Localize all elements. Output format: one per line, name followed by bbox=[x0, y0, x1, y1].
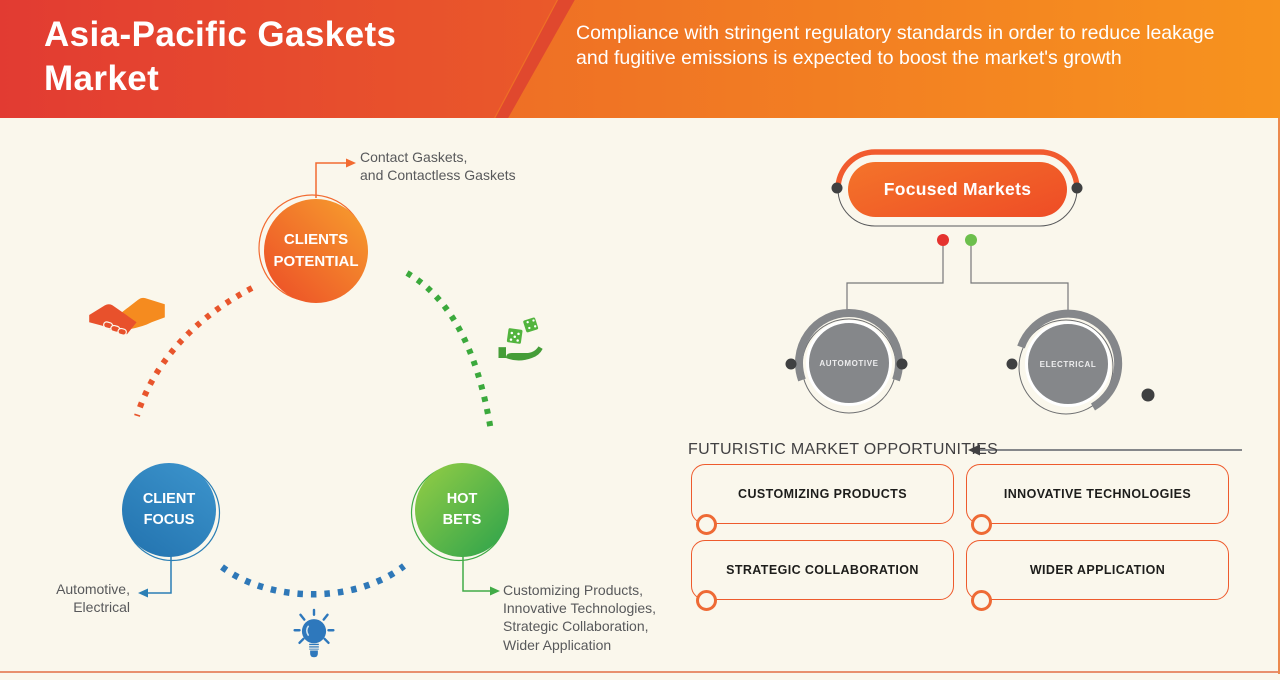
opportunity-label: INNOVATIVE TECHNOLOGIES bbox=[1003, 487, 1192, 501]
connector-focus-arrow-icon bbox=[138, 588, 148, 598]
connector-clients bbox=[315, 162, 346, 198]
page-title: Asia-Pacific Gaskets Market bbox=[44, 15, 397, 99]
opportunity-box-wider-application: WIDER APPLICATION bbox=[966, 540, 1229, 611]
client-focus-annotation: Automotive, Electrical bbox=[56, 581, 130, 616]
node-client-focus-label: CLIENT FOCUS bbox=[142, 490, 196, 528]
connector-hotbets bbox=[462, 556, 490, 592]
right-border-line bbox=[1278, 118, 1280, 674]
connector-focus bbox=[148, 556, 172, 594]
opportunity-box-strategic-collaboration: STRATEGIC COLLABORATION bbox=[691, 540, 954, 611]
market-automotive-label: AUTOMOTIVE bbox=[819, 358, 879, 368]
node-hot-bets: HOT BETS bbox=[415, 463, 509, 557]
node-clients-potential-label: CLIENTS POTENTIAL bbox=[273, 231, 359, 270]
node-client-focus: CLIENT FOCUS bbox=[122, 463, 216, 557]
opportunity-label: STRATEGIC COLLABORATION bbox=[726, 563, 919, 577]
green-dot bbox=[965, 234, 977, 246]
header-left-gradient bbox=[0, 0, 557, 118]
tree-line-electrical bbox=[970, 246, 1069, 313]
focused-markets-pill: Focused Markets bbox=[848, 162, 1067, 217]
node-clients-potential: CLIENTS POTENTIAL bbox=[264, 199, 368, 303]
market-electrical-label: ELECTRICAL bbox=[1039, 359, 1097, 369]
focused-markets-label: Focused Markets bbox=[883, 179, 1032, 199]
opportunities-heading: FUTURISTIC MARKET OPPORTUNITIES bbox=[688, 441, 999, 458]
green-dotted-arc bbox=[405, 270, 494, 432]
corner-ring-icon bbox=[971, 514, 992, 535]
corner-ring-icon bbox=[696, 514, 717, 535]
corner-ring-icon bbox=[696, 590, 717, 611]
corner-ring-icon bbox=[971, 590, 992, 611]
handshake-icon bbox=[89, 297, 165, 336]
hand-dice-icon bbox=[498, 317, 543, 361]
opportunity-box-customizing-products: CUSTOMIZING PRODUCTS bbox=[691, 464, 954, 535]
red-dot bbox=[937, 234, 949, 246]
hot-bets-annotation: Customizing Products, Innovative Technol… bbox=[503, 582, 657, 653]
connector-hotbets-arrow-icon bbox=[490, 586, 500, 596]
opportunity-box-innovative-technologies: INNOVATIVE TECHNOLOGIES bbox=[966, 464, 1229, 535]
capsule-right-dot bbox=[1071, 182, 1083, 194]
capsule-left-dot bbox=[831, 182, 843, 194]
lightbulb-icon bbox=[293, 608, 335, 658]
header: Asia-Pacific Gaskets Market Compliance w… bbox=[0, 0, 1280, 118]
opportunity-label: CUSTOMIZING PRODUCTS bbox=[738, 487, 907, 501]
automotive-right-dot bbox=[896, 358, 908, 370]
market-electrical: ELECTRICAL bbox=[1025, 321, 1111, 407]
node-hot-bets-label: HOT BETS bbox=[442, 490, 482, 528]
tree-line-automotive bbox=[846, 246, 944, 313]
automotive-left-dot bbox=[785, 358, 797, 370]
clients-potential-annotation: Contact Gaskets, and Contactless Gaskets bbox=[360, 149, 516, 184]
electrical-left-dot bbox=[1006, 358, 1018, 370]
opportunity-label: WIDER APPLICATION bbox=[1029, 563, 1166, 577]
connector-clients-arrow-icon bbox=[346, 158, 356, 168]
bottom-border-line bbox=[0, 671, 1280, 673]
blue-dotted-arc bbox=[220, 563, 406, 598]
header-subtitle: Compliance with stringent regulatory sta… bbox=[576, 22, 1215, 70]
electrical-right-dot bbox=[1141, 388, 1155, 402]
market-automotive: AUTOMOTIVE bbox=[806, 320, 892, 406]
